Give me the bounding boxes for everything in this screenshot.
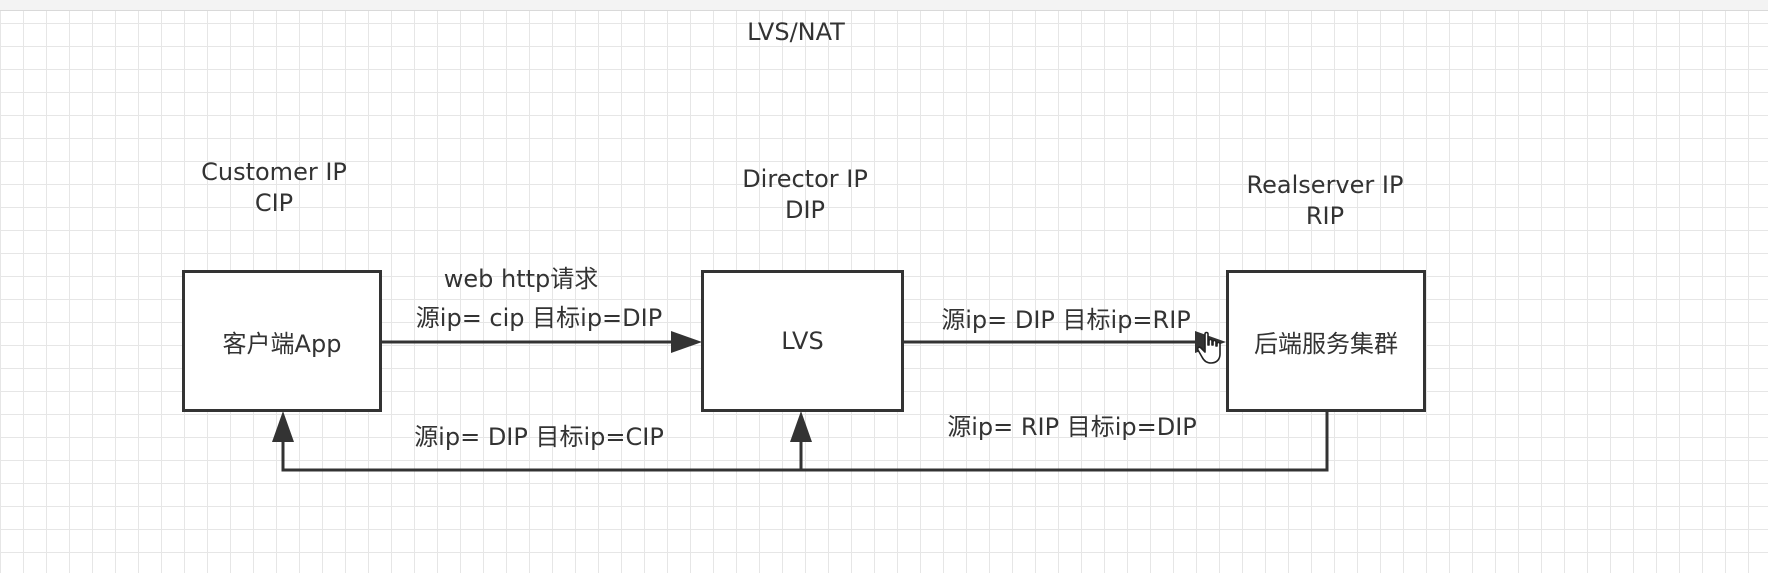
canvas-top-edge (0, 0, 1768, 11)
edge-label-lvs-to-client: 源ip= DIP 目标ip=CIP (414, 423, 664, 451)
realserver-cluster-label: 后端服务集群 (1254, 329, 1398, 358)
edge-label-lvs-to-realserver: 源ip= DIP 目标ip=RIP (941, 306, 1191, 334)
arrowhead-return-to-lvs (790, 411, 812, 442)
hand-cursor-icon (1196, 331, 1221, 364)
director-header-line1: Director IP (742, 165, 868, 193)
edge-label-request-type: web http请求 (443, 265, 599, 293)
lvs-node[interactable]: LVS (701, 270, 904, 412)
client-header: Customer IP CIP (201, 157, 347, 219)
diagram-title: LVS/NAT (747, 18, 845, 46)
director-header-line2: DIP (784, 196, 826, 224)
client-header-line1: Customer IP (201, 158, 347, 186)
director-header: Director IP DIP (742, 164, 868, 226)
client-app-node[interactable]: 客户端App (182, 270, 382, 412)
realserver-header-line2: RIP (1305, 202, 1345, 230)
edge-label-client-to-lvs: 源ip= cip 目标ip=DIP (415, 304, 663, 332)
edge-label-realserver-to-lvs: 源ip= RIP 目标ip=DIP (947, 413, 1197, 441)
arrowhead-return-to-client (272, 411, 294, 442)
arrowhead-client-to-lvs (671, 331, 702, 353)
realserver-cluster-node[interactable]: 后端服务集群 (1226, 270, 1426, 412)
client-app-label: 客户端App (222, 329, 342, 358)
lvs-label: LVS (781, 327, 824, 355)
realserver-header-line1: Realserver IP (1246, 171, 1404, 199)
client-header-line2: CIP (254, 189, 294, 217)
realserver-header: Realserver IP RIP (1247, 170, 1404, 232)
